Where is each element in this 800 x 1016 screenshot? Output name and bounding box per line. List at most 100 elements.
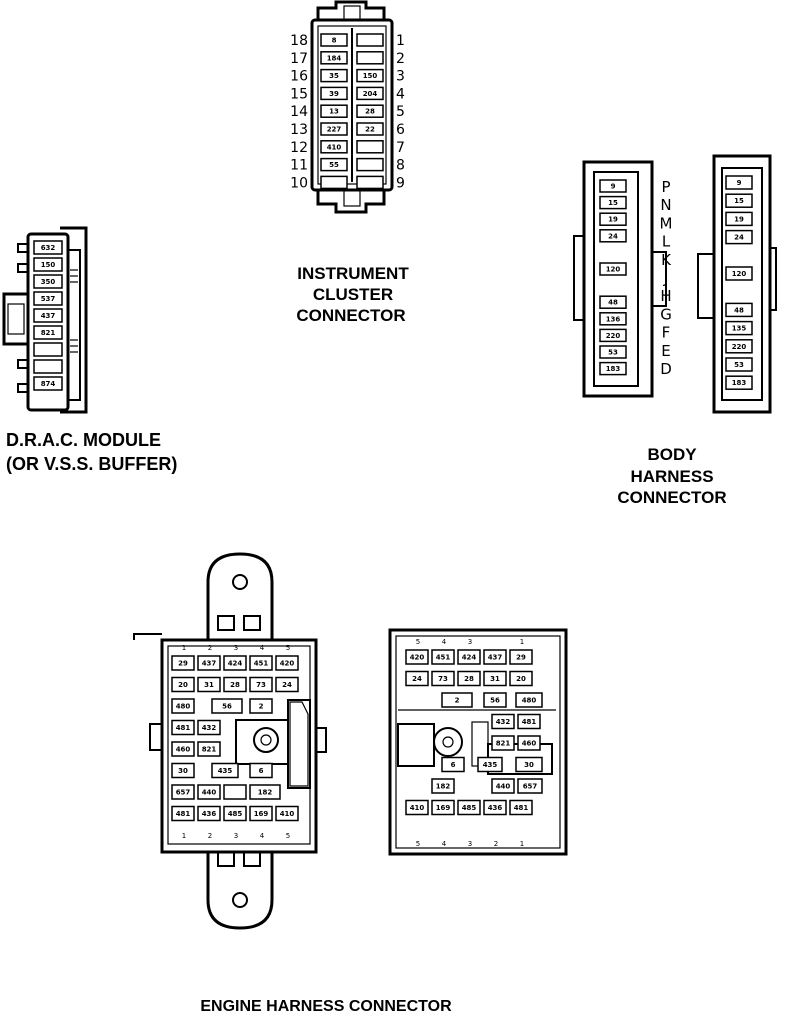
body-left-cavity: 53 <box>599 345 627 359</box>
body-left-cavity: 19 <box>599 212 627 226</box>
body-right-cavity: 220 <box>725 339 753 354</box>
er-cavity: 29 <box>509 649 533 665</box>
el-cavity-label: 28 <box>230 681 240 689</box>
ic-left-cavity-label: 184 <box>327 54 342 62</box>
el-cavity-label: 420 <box>280 660 295 668</box>
el-cavity: 460 <box>171 741 195 757</box>
body-left-cavity: 24 <box>599 229 627 243</box>
el-cavity-label: 169 <box>254 810 269 818</box>
el-cavity: 480 <box>171 698 195 714</box>
el-cavity: 28 <box>223 676 247 693</box>
er-top-number: 4 <box>442 638 447 646</box>
drac-cavity: 874 <box>33 376 63 391</box>
el-cavity: 451 <box>249 655 273 671</box>
body-pin-letter: F <box>662 324 671 342</box>
ic-right-cavity <box>356 157 384 172</box>
er-cavity-label: 436 <box>488 804 503 812</box>
el-cavity: 481 <box>171 719 195 736</box>
ic-right-cavity <box>356 51 384 65</box>
body-pin-letter: N <box>660 196 671 214</box>
ic-right-cavity: 22 <box>356 122 384 136</box>
el-cavity: 2 <box>249 698 273 714</box>
el-cavity-label: 2 <box>259 703 264 711</box>
el-cavity-label: 432 <box>202 724 217 732</box>
el-cavity: 657 <box>171 784 195 800</box>
body-right-cavity: 135 <box>725 320 753 336</box>
el-bottom-number: 2 <box>208 832 212 840</box>
body-right-cavity-label: 48 <box>734 306 744 314</box>
er-bottom-number: 2 <box>494 840 498 848</box>
ic-left-cavity: 39 <box>320 86 348 101</box>
drac-cavity <box>33 342 63 357</box>
ic-left-cavity: 227 <box>320 122 348 136</box>
er-cavity-label: 6 <box>451 761 456 769</box>
er-cavity-label: 410 <box>410 804 425 812</box>
ic-right-cavity <box>356 140 384 154</box>
er-cavity-label: 29 <box>516 654 526 662</box>
er-cavity-label: 440 <box>496 783 511 791</box>
el-cavity: 410 <box>275 805 299 822</box>
er-cavity: 437 <box>483 649 507 665</box>
drac-cavity-label: 821 <box>41 329 56 337</box>
er-cavity: 6 <box>441 756 465 773</box>
el-bottom-number: 4 <box>260 832 265 840</box>
er-cavity: 435 <box>477 756 503 773</box>
el-cavity-label: 481 <box>176 810 191 818</box>
ic-left-cavity: 55 <box>320 157 348 172</box>
er-cavity: 485 <box>457 799 481 816</box>
er-cavity-label: 420 <box>410 654 425 662</box>
body-left-cavity-label: 120 <box>606 266 621 274</box>
ic-left-cavity-label: 13 <box>329 108 339 116</box>
drac-cavity: 437 <box>33 308 63 323</box>
drac-cavity-label: 150 <box>41 261 56 269</box>
el-cavity: 169 <box>249 805 273 822</box>
body-right-cavity: 9 <box>725 175 753 190</box>
ic-left-cavity-label: 410 <box>327 143 342 151</box>
drac-cavity <box>33 359 63 374</box>
body-pin-letter: D <box>660 360 672 378</box>
body-pin-letter: M <box>660 214 673 232</box>
ic-right-cavity-label: 28 <box>365 108 375 116</box>
ic-left-cavity: 35 <box>320 68 348 83</box>
er-cavity: 182 <box>431 778 455 794</box>
er-cavity: 20 <box>509 670 533 687</box>
body-right-cavity: 53 <box>725 357 753 372</box>
body-pin-letter: E <box>661 342 670 360</box>
el-cavity: 420 <box>275 655 299 671</box>
el-cavity: 440 <box>197 784 221 800</box>
el-cavity-label: 6 <box>259 767 264 775</box>
el-cavity-label: 24 <box>282 681 292 689</box>
er-cavity-label: 56 <box>490 697 500 705</box>
er-cavity: 30 <box>515 756 543 773</box>
el-top-number: 2 <box>208 644 212 652</box>
er-top-number: 3 <box>468 638 472 646</box>
body-left-cavity-label: 15 <box>608 199 618 207</box>
er-cavity: 28 <box>457 670 481 687</box>
el-cavity: 485 <box>223 805 247 822</box>
body-right-cavity-label: 135 <box>732 325 747 333</box>
er-cavity: 169 <box>431 799 455 816</box>
body-left-cavity-label: 183 <box>606 365 621 373</box>
el-cavity-label: 20 <box>178 681 188 689</box>
body-left-cavity-label: 24 <box>608 232 618 240</box>
ic-right-number: 2 <box>396 51 405 67</box>
drac-cavity-label: 632 <box>41 244 56 252</box>
body-left-cavity-label: 220 <box>606 332 621 340</box>
er-bottom-number: 1 <box>520 840 524 848</box>
el-cavity: 821 <box>197 741 221 757</box>
er-cavity-label: 480 <box>522 697 537 705</box>
er-cavity-label: 432 <box>496 718 511 726</box>
er-cavity-label: 460 <box>522 740 537 748</box>
body-left-cavity-label: 53 <box>608 349 618 357</box>
body-right-cavity-label: 24 <box>734 234 744 242</box>
body-right-cavity: 19 <box>725 211 753 227</box>
drac-cavity: 350 <box>33 274 63 289</box>
el-cavity-label: 182 <box>258 789 273 797</box>
er-cavity: 432 <box>491 713 515 730</box>
